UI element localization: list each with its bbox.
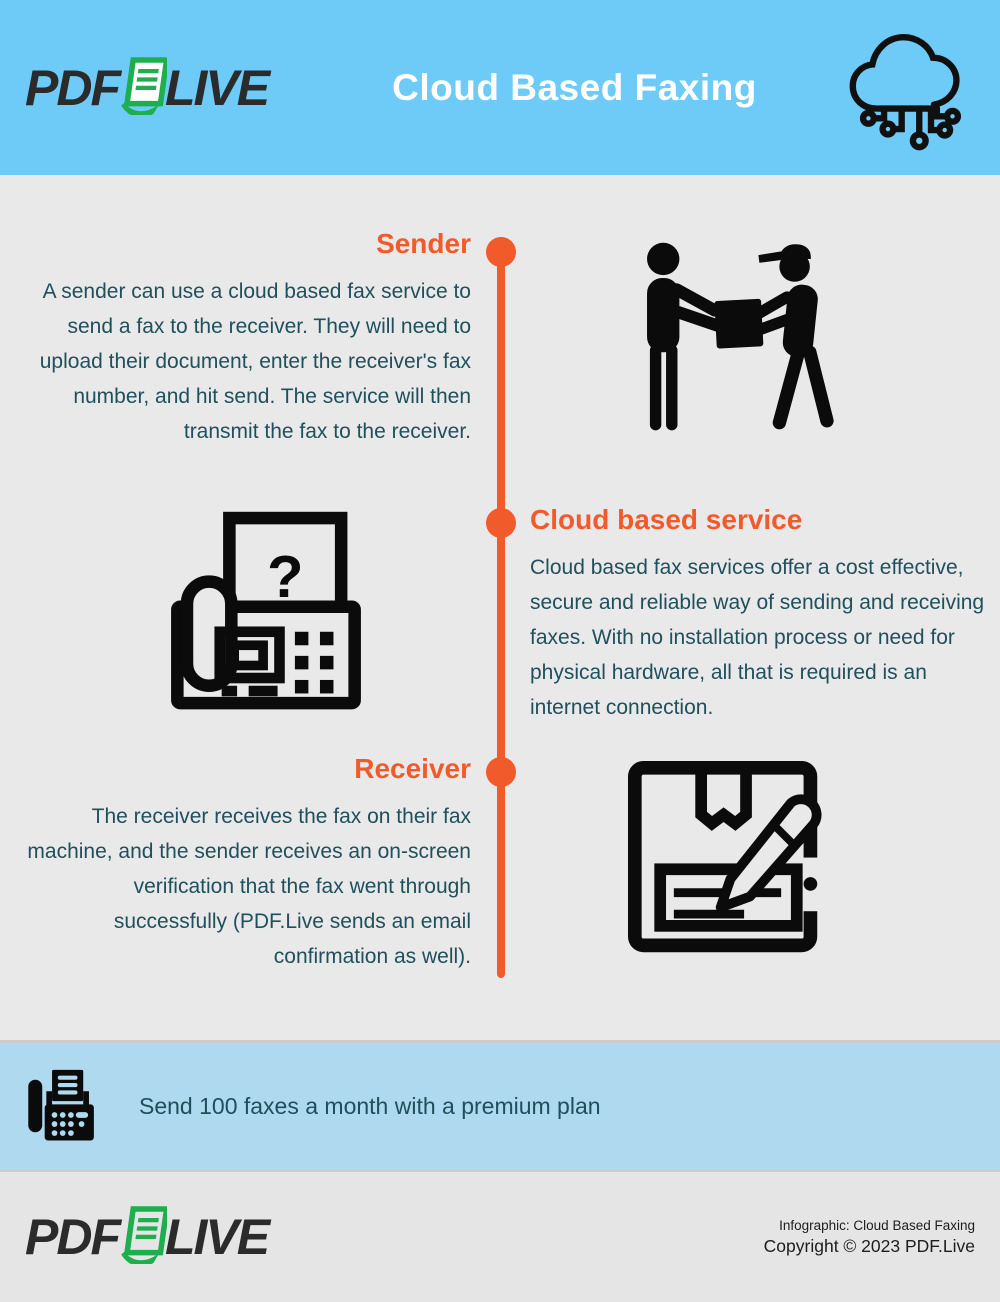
page-title: Cloud Based Faxing: [392, 66, 757, 108]
fax-icon: [28, 1069, 94, 1141]
timeline-section: Sender A sender can use a cloud based fa…: [0, 175, 1000, 1040]
timeline-dot-sender: [486, 237, 516, 267]
svg-text:?: ?: [267, 543, 304, 610]
document-icon: [121, 56, 167, 115]
receiver-heading: Receiver: [354, 753, 471, 784]
service-step: Cloud based service Cloud based fax serv…: [530, 503, 988, 725]
timeline-dot-service: [486, 508, 516, 538]
sign-package-icon: [625, 760, 830, 965]
service-heading: Cloud based service: [530, 504, 803, 535]
service-body: Cloud based fax services offer a cost ef…: [530, 556, 985, 719]
cloud-computing-icon: [825, 20, 975, 155]
premium-banner: Send 100 faxes a month with a premium pl…: [0, 1040, 1000, 1172]
receiver-body: The receiver receives the fax on their f…: [27, 805, 471, 968]
footer: PDF LIVE Infographic: Cloud Based Faxing …: [0, 1172, 1000, 1302]
sender-body: A sender can use a cloud based fax servi…: [39, 280, 471, 443]
receiver-step: Receiver The receiver receives the fax o…: [27, 752, 471, 974]
logo-text-live: LIVE: [165, 1209, 270, 1265]
banner-text: Send 100 faxes a month with a premium pl…: [139, 1092, 601, 1119]
timeline-line: [497, 252, 505, 978]
sender-heading: Sender: [376, 228, 471, 259]
package-handover-icon: [608, 230, 846, 450]
logo-text-pdf: PDF: [25, 59, 121, 116]
document-icon: [121, 1206, 167, 1264]
logo-text-live: LIVE: [165, 59, 270, 116]
copyright-text: Copyright © 2023 PDF.Live: [763, 1235, 975, 1256]
timeline-dot-receiver: [486, 757, 516, 787]
logo-text-pdf: PDF: [25, 1209, 121, 1265]
fax-machine-icon: ?: [160, 510, 372, 720]
infographic-label: Infographic: Cloud Based Faxing: [779, 1217, 975, 1233]
pdf-live-logo: PDF LIVE: [25, 56, 310, 119]
sender-step: Sender A sender can use a cloud based fa…: [27, 227, 471, 449]
footer-meta: Infographic: Cloud Based Faxing Copyrigh…: [764, 1218, 975, 1257]
pdf-live-logo-footer: PDF LIVE: [25, 1206, 764, 1268]
header: PDF LIVE Cloud Based Faxing: [0, 0, 1000, 175]
